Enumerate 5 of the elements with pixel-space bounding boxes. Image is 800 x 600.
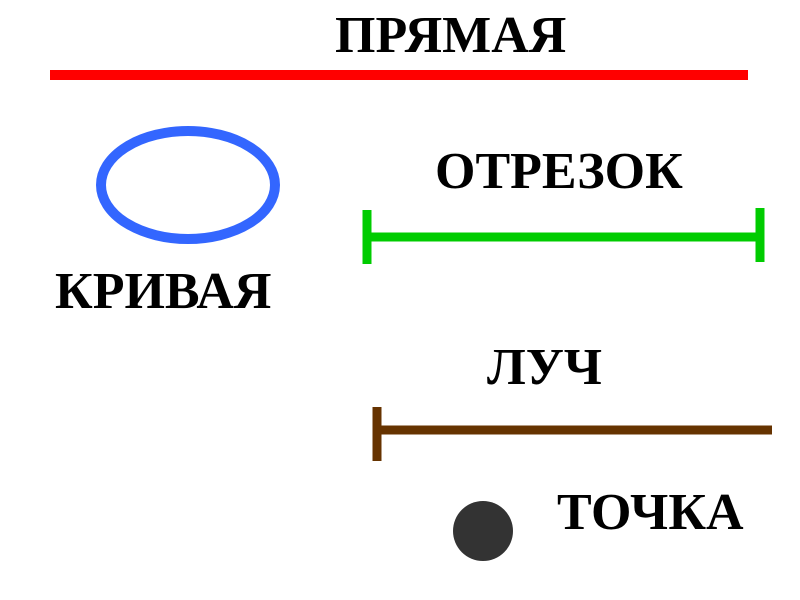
- figure-label: ПРЯМАЯ: [335, 8, 566, 64]
- figure-label: ОТРЕЗОК: [435, 144, 683, 200]
- figure-label: ЛУЧ: [487, 340, 602, 396]
- figure-label: ТОЧКА: [557, 485, 744, 541]
- figure-label: КРИВАЯ: [55, 264, 272, 320]
